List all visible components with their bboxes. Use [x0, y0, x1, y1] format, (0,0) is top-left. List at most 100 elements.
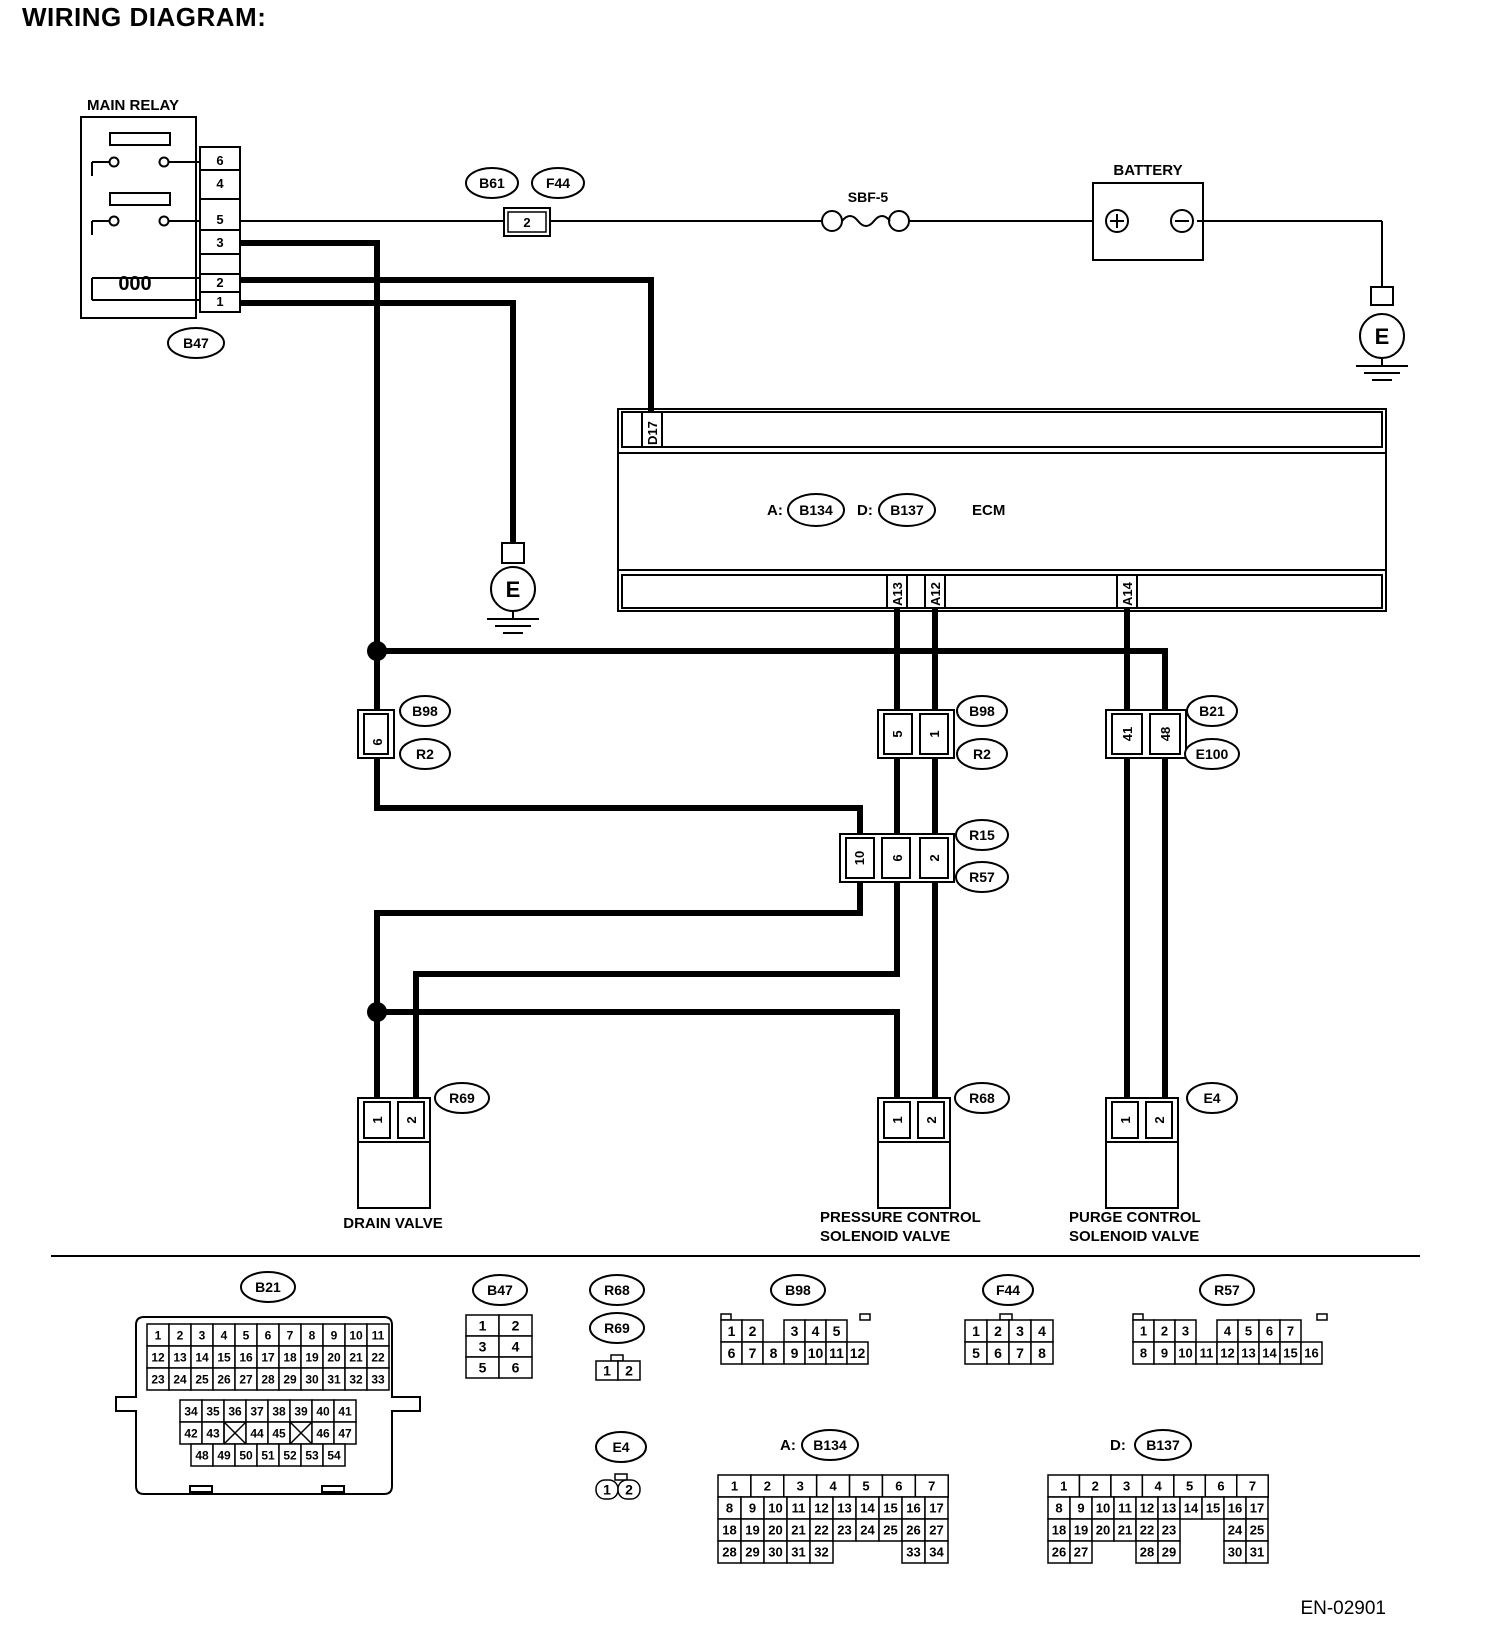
pin-number: 11 [372, 1328, 385, 1342]
pin-number: 19 [305, 1350, 319, 1364]
pin-number: 1 [155, 1328, 162, 1342]
pin-number: 2 [1092, 1479, 1099, 1494]
ecm-pin-d17: D17 [645, 421, 660, 445]
pin-number: 20 [768, 1523, 782, 1538]
pin-number: 9 [1161, 1346, 1168, 1361]
pin-number: 14 [195, 1350, 209, 1364]
pin-number: 15 [1206, 1501, 1220, 1516]
pin-number: 9 [749, 1501, 756, 1516]
pin-number: 34 [929, 1545, 944, 1560]
ground-label: E [1375, 324, 1390, 349]
connector-b98: B98 [969, 703, 995, 719]
pin-number: 3 [1123, 1479, 1130, 1494]
pin-number: 6 [895, 1479, 902, 1494]
pin-number: 10 [1178, 1346, 1192, 1361]
pin-number: 8 [1140, 1346, 1147, 1361]
pin-number: 13 [1162, 1501, 1176, 1516]
connector-r57: R57 [969, 869, 995, 885]
pin-number: 21 [791, 1523, 805, 1538]
pin-number: 1 [479, 1318, 487, 1334]
pin-cell [1245, 1540, 1269, 1564]
pin-number: 12 [1220, 1346, 1234, 1361]
pin-number: 7 [928, 1479, 935, 1494]
pin-cell [1030, 1341, 1054, 1365]
pin-number: 15 [217, 1350, 231, 1364]
fuse-icon [821, 210, 910, 232]
r15-pin: 2 [927, 854, 942, 861]
r69-pin: 2 [404, 1116, 419, 1123]
pin-number: 4 [221, 1328, 228, 1342]
pin-number: 29 [1162, 1545, 1176, 1560]
pin-number: 2 [625, 1482, 633, 1498]
pin-number: 11 [1200, 1346, 1214, 1361]
connector-r69: R69 [604, 1320, 630, 1336]
pin-number: 9 [1077, 1501, 1084, 1516]
pin-number: 33 [371, 1372, 385, 1386]
battery-icon [1092, 182, 1204, 261]
main-relay [80, 116, 241, 319]
f44-pin: 2 [523, 215, 530, 230]
pin-cell [1157, 1540, 1181, 1564]
pin-number: 2 [625, 1363, 633, 1379]
ecm-a-prefix: A: [767, 502, 783, 519]
pin-number: 1 [728, 1323, 736, 1339]
pin-number: 31 [791, 1545, 805, 1560]
pin-number: 6 [512, 1360, 520, 1376]
pin-number: 1 [1060, 1479, 1067, 1494]
pin-cell [617, 1479, 641, 1500]
pin-number: 12 [151, 1350, 165, 1364]
pin-number: 4 [829, 1479, 837, 1494]
pin-number: 11 [792, 1501, 806, 1516]
pin-number: 5 [1245, 1324, 1252, 1339]
pin-number: 31 [327, 1372, 341, 1386]
pin-number: 5 [862, 1479, 869, 1494]
pin-number: 5 [243, 1328, 250, 1342]
pin-number: 28 [722, 1545, 736, 1560]
pin-number: 21 [349, 1350, 363, 1364]
pin-cell [617, 1360, 641, 1381]
pressure-control-solenoid-valve [877, 1097, 951, 1209]
pin-number: 25 [883, 1523, 897, 1538]
pin-number: 53 [305, 1448, 319, 1462]
pin-cell [1300, 1341, 1323, 1365]
blocked-pin-mark [223, 1421, 247, 1445]
pin-number: 26 [217, 1372, 231, 1386]
pin-number: 11 [1118, 1501, 1132, 1516]
pin-number: 12 [814, 1501, 828, 1516]
pin-number: 4 [512, 1339, 520, 1355]
connector-e4: E4 [612, 1439, 629, 1455]
pin-cell [322, 1443, 346, 1467]
pin-number: 44 [250, 1426, 264, 1440]
pin-number: 1 [1140, 1324, 1147, 1339]
ecm-module [617, 408, 1387, 612]
pin-number: 9 [331, 1328, 338, 1342]
pin-number: 25 [195, 1372, 209, 1386]
e4-pin: 1 [1118, 1116, 1133, 1123]
harness-wires [240, 240, 1168, 1102]
pin-number: 30 [768, 1545, 782, 1560]
connector-r15: R15 [969, 827, 995, 843]
pin-number: 40 [316, 1404, 330, 1418]
pin-number: 32 [349, 1372, 363, 1386]
pin-number: 24 [1228, 1523, 1243, 1538]
pin-number: 5 [833, 1323, 841, 1339]
view-a-prefix: A: [780, 1437, 796, 1454]
pin-number: 13 [1241, 1346, 1255, 1361]
pin-number: 13 [173, 1350, 187, 1364]
connector-f44: F44 [546, 175, 570, 191]
pin-number: 27 [1074, 1545, 1088, 1560]
page-title: WIRING DIAGRAM: [22, 2, 267, 32]
pin-number: 43 [206, 1426, 220, 1440]
purge-label-line1: PURGE CONTROL [1069, 1209, 1201, 1226]
pin-number: 16 [1304, 1346, 1318, 1361]
pin-number: 15 [883, 1501, 897, 1516]
connector-e100: E100 [1196, 746, 1229, 762]
pin-number: 27 [929, 1523, 943, 1538]
pin-number: 27 [239, 1372, 253, 1386]
pin-number: 26 [1052, 1545, 1066, 1560]
pin-cell [809, 1540, 834, 1564]
